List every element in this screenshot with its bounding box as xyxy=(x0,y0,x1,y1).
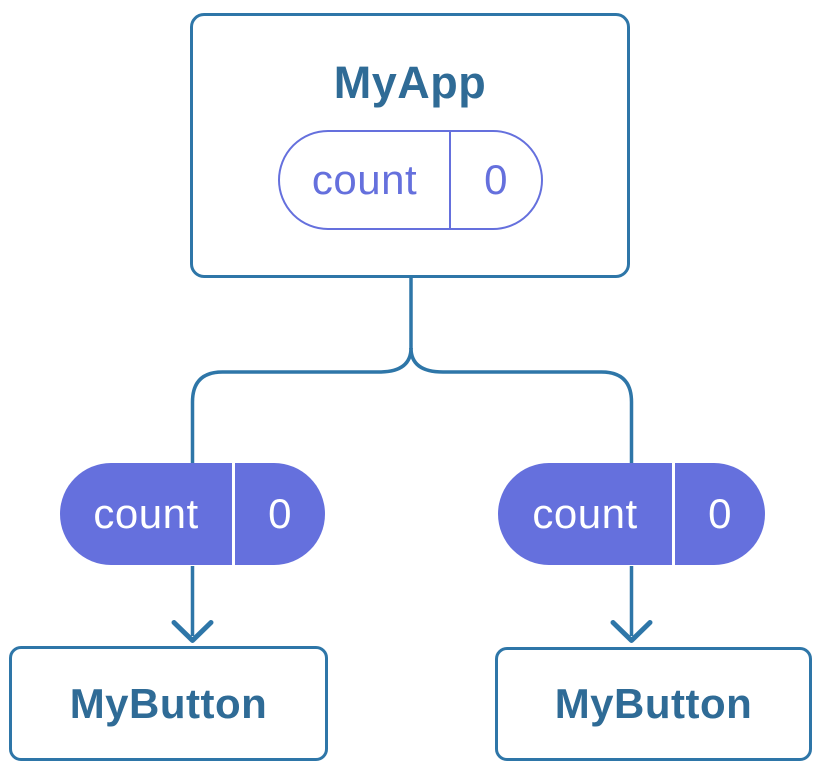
left-prop-pill-value: 0 xyxy=(232,463,325,565)
right-prop-pill: count 0 xyxy=(498,463,765,565)
left-prop-pill-label: count xyxy=(93,490,199,537)
right-mybutton-title: MyButton xyxy=(554,680,753,727)
left-mybutton-title: MyButton xyxy=(69,679,268,727)
right-prop-pill-label: count xyxy=(532,490,638,537)
state-pill-label: count xyxy=(311,156,418,203)
left-arrow-icon xyxy=(171,620,214,643)
left-mybutton-card: MyButton xyxy=(9,646,328,761)
myapp-title: MyApp xyxy=(333,57,487,108)
state-pill-value: 0 xyxy=(449,132,541,228)
myapp-card: MyApp count 0 xyxy=(190,13,630,278)
state-pill: count 0 xyxy=(278,130,543,230)
left-prop-pill: count 0 xyxy=(60,463,325,565)
right-mybutton-card: MyButton xyxy=(495,647,812,761)
right-arrow-icon xyxy=(610,620,653,643)
left-branch-connector xyxy=(190,347,413,464)
right-branch-connector xyxy=(409,347,634,464)
right-prop-pill-value: 0 xyxy=(672,463,765,565)
